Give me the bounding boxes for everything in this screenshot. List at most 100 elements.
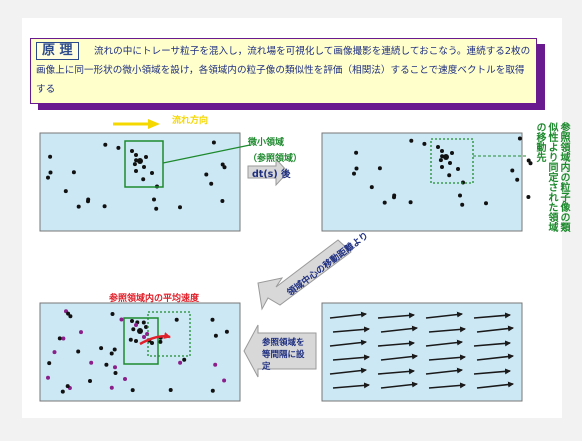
velocity-vector	[425, 311, 463, 319]
particle	[209, 181, 214, 186]
particle	[354, 150, 359, 155]
particle	[222, 378, 227, 383]
particle	[220, 199, 225, 203]
velocity-vector	[332, 354, 370, 361]
particle	[220, 162, 225, 167]
particle	[210, 388, 215, 393]
reference-region	[124, 140, 164, 188]
particle	[150, 341, 154, 345]
particle	[436, 145, 440, 149]
particle	[154, 206, 159, 211]
particle	[113, 365, 117, 370]
particle	[352, 171, 356, 176]
velocity-vector	[380, 381, 418, 389]
particle	[52, 350, 57, 355]
particle	[131, 327, 136, 332]
particle	[438, 158, 443, 163]
particle	[102, 204, 107, 209]
particle	[456, 167, 460, 171]
particle	[76, 204, 81, 209]
particle	[47, 361, 52, 366]
particle	[422, 141, 427, 146]
principle-box: 流れの中にトレーサ粒子を混入し，流れ場を可視化して画像撮影を連続しておこなう。連…	[30, 38, 537, 104]
particle	[515, 177, 520, 182]
particle	[460, 202, 465, 207]
particle	[211, 140, 216, 145]
velocity-vector	[329, 311, 367, 319]
particle	[204, 172, 209, 177]
particle	[65, 384, 70, 389]
particle	[76, 349, 81, 354]
estimated-destination-label: 参照領域内の粒子像の類似性より同定された領域の移動先	[534, 122, 569, 232]
particle	[48, 154, 53, 159]
principle-tag: 原 理	[36, 42, 79, 60]
particle	[46, 375, 50, 380]
particle	[134, 339, 138, 343]
reference-region-overlay	[123, 317, 159, 365]
particle	[61, 336, 66, 341]
velocity-vector	[428, 354, 466, 361]
velocity-vector	[377, 312, 415, 319]
particle	[60, 389, 65, 394]
velocity-vector	[380, 353, 418, 361]
principle-text: 流れの中にトレーサ粒子を混入し，流れ場を可視化して画像撮影を連続しておこなう。連…	[36, 46, 531, 95]
particle	[224, 329, 229, 334]
velocity-vector	[329, 339, 367, 347]
velocity-vectors	[329, 311, 514, 389]
velocity-vector	[425, 367, 463, 375]
velocity-vector	[425, 339, 463, 347]
particle	[112, 347, 117, 352]
set-regions-arrow	[243, 324, 317, 378]
particle	[142, 165, 146, 169]
particle	[57, 336, 62, 341]
particle	[484, 201, 488, 206]
velocity-vector	[473, 312, 511, 319]
particle	[178, 360, 183, 365]
mean-velocity-label: 参照領域内の平均速度	[109, 294, 200, 304]
particle	[182, 357, 187, 362]
particle	[63, 189, 68, 194]
particles-image-2	[352, 136, 533, 207]
particle	[448, 161, 452, 165]
particle	[130, 319, 134, 323]
particle	[134, 169, 138, 173]
panel-image-2	[321, 132, 523, 232]
particle	[152, 197, 156, 202]
particle	[110, 312, 115, 316]
velocity-vector	[473, 368, 511, 375]
panel-vector-field	[321, 302, 523, 402]
particle	[130, 149, 134, 153]
flow-direction-label: 流れ方向	[172, 116, 209, 126]
particle	[354, 166, 359, 171]
dt-arrow	[247, 157, 289, 187]
particle	[116, 145, 121, 150]
particle	[450, 151, 454, 155]
particle	[46, 175, 50, 180]
mean-displacement-arrow	[139, 332, 171, 346]
particle	[409, 138, 414, 143]
particle	[137, 158, 143, 164]
particle	[109, 351, 114, 356]
particle	[144, 325, 148, 329]
particle	[377, 166, 382, 171]
particle	[158, 339, 163, 344]
particle	[104, 362, 109, 367]
particle	[510, 168, 515, 173]
velocity-vector	[476, 353, 514, 361]
velocity-vector	[476, 381, 514, 389]
flow-direction-arrow	[113, 119, 160, 129]
set-regions-label: 参照領域を等間隔に設定	[262, 338, 305, 372]
particle	[137, 328, 143, 334]
particle	[447, 173, 452, 178]
identified-region-overlay	[147, 311, 191, 357]
particle	[408, 200, 413, 205]
particle	[458, 193, 462, 198]
particle	[440, 165, 444, 169]
particle	[113, 371, 118, 375]
reference-region-leader	[162, 144, 251, 164]
velocity-vector	[332, 326, 370, 333]
dt-after-label: dt(s) 後	[252, 169, 291, 180]
particle	[123, 377, 127, 381]
